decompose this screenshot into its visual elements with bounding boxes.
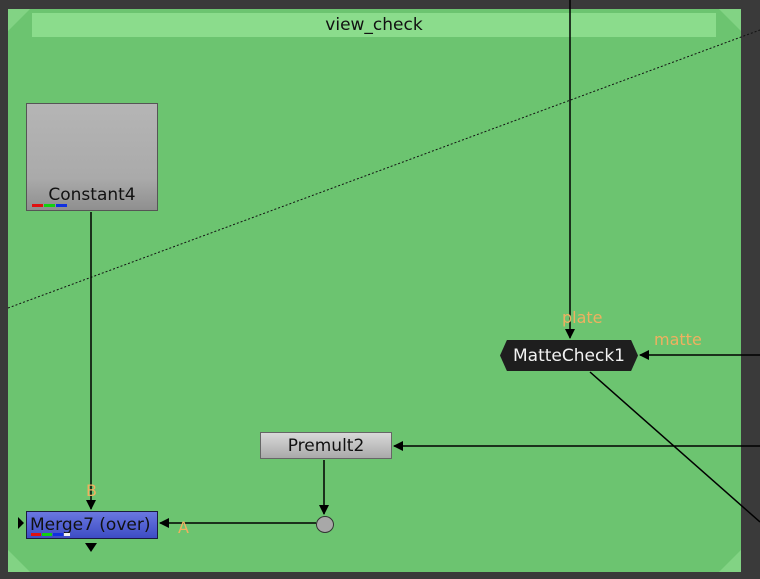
merge-output-arrow[interactable] <box>85 543 97 552</box>
node-mattecheck1[interactable]: MatteCheck1 <box>500 340 638 371</box>
node-premult2[interactable]: Premult2 <box>260 432 392 459</box>
dot-node[interactable] <box>316 516 334 533</box>
backdrop-title[interactable]: view_check <box>32 13 716 37</box>
input-label-matte: matte <box>654 330 702 349</box>
node-merge7[interactable]: Merge7 (over) <box>26 511 158 539</box>
channel-swatches <box>32 204 67 207</box>
node-constant4[interactable]: Constant4 <box>26 103 158 211</box>
input-label-a: A <box>178 518 189 537</box>
node-mattecheck1-label: MatteCheck1 <box>513 345 625 366</box>
guide-dotted-line <box>7 29 760 309</box>
channel-swatches <box>31 533 70 536</box>
backdrop-corner-tl <box>8 9 30 31</box>
node-merge7-label: Merge7 (over) <box>30 515 151 535</box>
input-label-plate: plate <box>562 308 603 327</box>
backdrop-corner-tr <box>719 9 741 31</box>
backdrop-view-check[interactable] <box>8 9 741 572</box>
merge-mask-input-arrow[interactable] <box>18 517 24 529</box>
input-label-b: B <box>86 481 97 500</box>
backdrop-corner-bl <box>8 550 30 572</box>
node-premult2-label: Premult2 <box>287 435 365 456</box>
wire-mattecheck-output[interactable] <box>589 371 760 523</box>
backdrop-corner-br[interactable] <box>719 550 741 572</box>
node-constant4-label: Constant4 <box>48 185 136 205</box>
